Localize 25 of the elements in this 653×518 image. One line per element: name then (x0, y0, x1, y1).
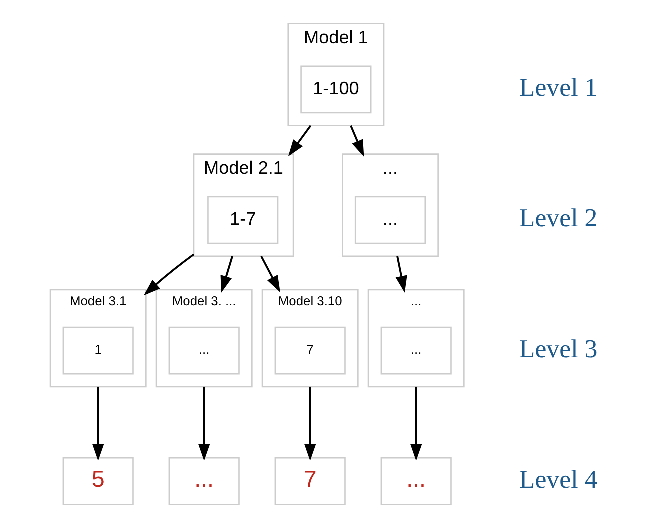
arrow (198, 386, 210, 461)
label: Level 4 (519, 464, 598, 494)
arrow (288, 125, 312, 157)
arrow (350, 125, 364, 157)
node-box: 5 (62, 457, 134, 506)
node-box: ... (380, 326, 452, 375)
node-box: 7 (274, 326, 346, 375)
node-box: 1-7 (208, 196, 279, 244)
node-box: ... (168, 457, 240, 506)
arrow (260, 256, 280, 293)
node-box: ... (168, 326, 240, 375)
node-box: ... (380, 457, 452, 506)
node-box: 1 (62, 326, 134, 375)
label: Level 1 (519, 73, 598, 102)
node-box: 1-100 (300, 66, 372, 114)
label: Level 2 (519, 204, 598, 233)
arrow (144, 254, 195, 296)
node-box: ... (354, 196, 426, 244)
arrow (410, 386, 422, 461)
label: Level 3 (519, 334, 598, 364)
node-box: 7 (274, 457, 346, 506)
arrow (92, 386, 104, 461)
arrow (304, 386, 316, 461)
arrow (220, 256, 234, 293)
arrow (396, 256, 408, 293)
